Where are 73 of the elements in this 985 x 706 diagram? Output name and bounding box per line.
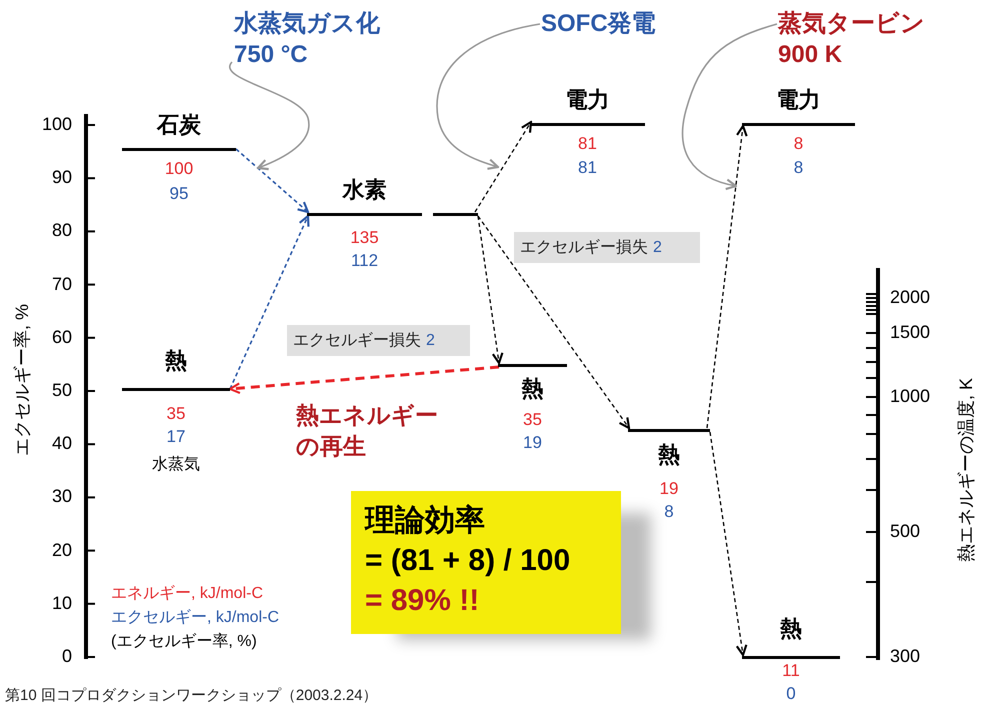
level-value: 11 bbox=[782, 661, 800, 681]
level-value: 17 bbox=[166, 427, 186, 447]
dashed-arrow bbox=[477, 216, 504, 364]
annotation-text: 900 K bbox=[778, 40, 844, 70]
level-value: 19 bbox=[660, 479, 678, 499]
level-line bbox=[433, 212, 478, 216]
tick-label: 0 bbox=[62, 646, 72, 667]
level-heading: 水素 bbox=[342, 176, 386, 204]
leader-arrow bbox=[682, 23, 778, 190]
level-heading: 熱 bbox=[780, 615, 802, 643]
level-value: 19 bbox=[523, 433, 542, 453]
level-value: 8 bbox=[794, 158, 804, 178]
leader-arrow bbox=[436, 23, 540, 170]
legend-text: (エクセルギー率, %) bbox=[111, 632, 257, 652]
tick-label: 300 bbox=[890, 646, 920, 667]
footer-text: 第10 回コプロダクションワークショップ（2003.2.24） bbox=[5, 686, 378, 705]
level-note: 水蒸気 bbox=[152, 455, 200, 475]
axis-title: エクセルギー率, % bbox=[11, 304, 33, 456]
dashed-arrow bbox=[474, 120, 532, 212]
tick-label: 30 bbox=[52, 486, 72, 508]
level-value: 135 bbox=[350, 228, 379, 248]
tick-label: 2000 bbox=[890, 287, 930, 308]
level-value: 8 bbox=[794, 134, 804, 154]
tick-label: 20 bbox=[52, 540, 72, 561]
level-value: 81 bbox=[578, 158, 597, 178]
level-value: 112 bbox=[350, 251, 378, 271]
efficiency-text: = 89% !! bbox=[365, 583, 480, 619]
level-heading: 電力 bbox=[566, 86, 610, 114]
annotation-text: 蒸気タービン bbox=[778, 9, 925, 39]
annotation-text: 750 °C bbox=[234, 40, 309, 70]
dashed-arrow bbox=[706, 124, 748, 428]
level-heading: 電力 bbox=[776, 86, 820, 114]
annotation-text: 水蒸気ガス化 bbox=[234, 9, 380, 39]
efficiency-text: = (81 + 8) / 100 bbox=[365, 543, 570, 579]
level-value: 8 bbox=[664, 502, 674, 522]
loss-text: エクセルギー損失 bbox=[520, 238, 648, 258]
tick-label: 60 bbox=[52, 326, 72, 348]
dashed-arrow bbox=[228, 366, 500, 394]
tick-label: 10 bbox=[52, 592, 72, 614]
efficiency-box bbox=[351, 491, 621, 634]
level-value: 81 bbox=[578, 134, 597, 154]
dashed-arrow bbox=[477, 216, 630, 430]
tick-label: 80 bbox=[52, 220, 72, 242]
level-value: 35 bbox=[523, 410, 542, 430]
tick-label: 90 bbox=[52, 167, 72, 188]
tick-label: 50 bbox=[52, 380, 72, 401]
level-heading: 熱 bbox=[165, 347, 187, 375]
tick-label: 40 bbox=[52, 433, 72, 454]
level-heading: 熱 bbox=[522, 375, 544, 403]
tick-label: 100 bbox=[42, 114, 72, 135]
efficiency-text: 理論効率 bbox=[365, 503, 485, 539]
level-value: 35 bbox=[166, 404, 186, 424]
level-heading: 熱 bbox=[658, 441, 680, 469]
dashed-arrow bbox=[235, 148, 310, 214]
loss-value: 2 bbox=[653, 238, 662, 258]
level-value: 0 bbox=[786, 684, 796, 704]
loss-value: 2 bbox=[426, 331, 435, 351]
axis-title: 熱エネルギーの温度, K bbox=[955, 378, 977, 562]
dashed-arrow bbox=[709, 432, 748, 656]
level-value: 100 bbox=[164, 159, 194, 179]
annotation-text: SOFC発電 bbox=[541, 9, 656, 39]
loss-box bbox=[514, 232, 700, 263]
level-heading: 石炭 bbox=[157, 111, 201, 139]
legend-text: エネルギー, kJ/mol-C bbox=[111, 584, 263, 604]
dashed-arrow bbox=[229, 214, 310, 390]
loss-box bbox=[287, 325, 470, 356]
tick-label: 1000 bbox=[890, 386, 930, 407]
tick-label: 70 bbox=[52, 274, 72, 295]
level-value: 95 bbox=[170, 184, 188, 204]
tick-label: 1500 bbox=[890, 322, 930, 343]
tick-label: 500 bbox=[890, 521, 920, 542]
loss-text: エクセルギー損失 bbox=[293, 330, 421, 351]
legend-text: エクセルギー, kJ/mol-C bbox=[111, 608, 279, 628]
